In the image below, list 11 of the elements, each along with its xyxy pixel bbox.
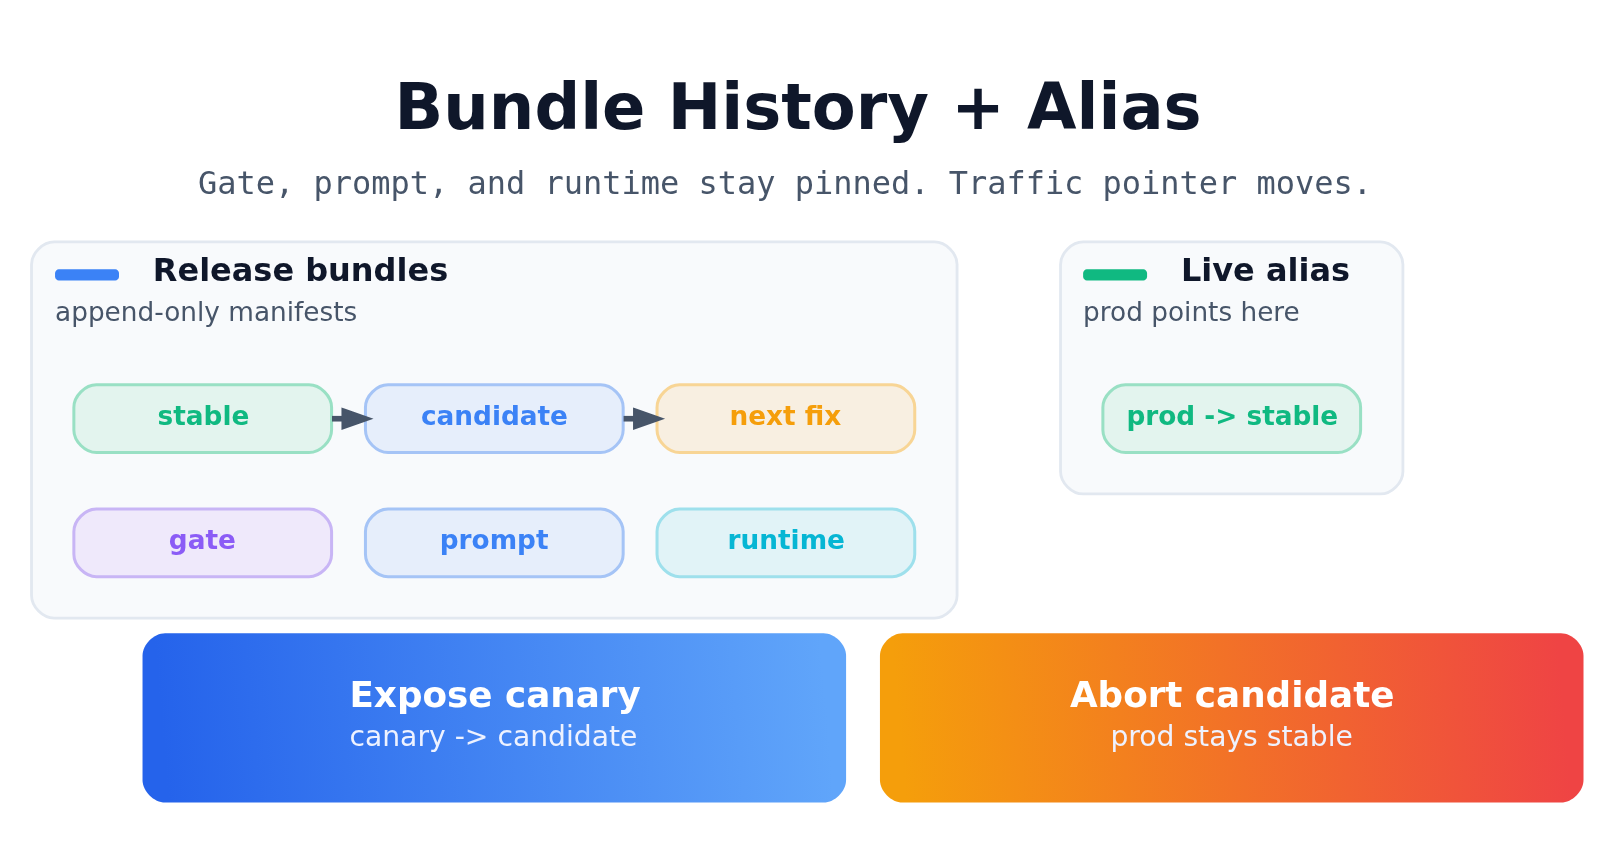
caption: Gate, prompt, and runtime stay pinned. Traffic pointer moves. <box>198 164 1373 203</box>
node-box: next fix <box>655 383 917 455</box>
node-box: Expose canary canary -> candidate <box>142 633 847 803</box>
node-box: Abort candidate prod stays stable <box>879 633 1584 803</box>
node-box: prompt <box>363 507 625 579</box>
node-box: gate <box>72 507 334 579</box>
node-box: candidate <box>363 383 625 455</box>
diagram-title: Bundle History + Alias <box>394 70 1202 145</box>
node-box: stable <box>72 383 334 455</box>
node-box: prod -> stable <box>1101 383 1363 455</box>
node-box: runtime <box>655 507 917 579</box>
